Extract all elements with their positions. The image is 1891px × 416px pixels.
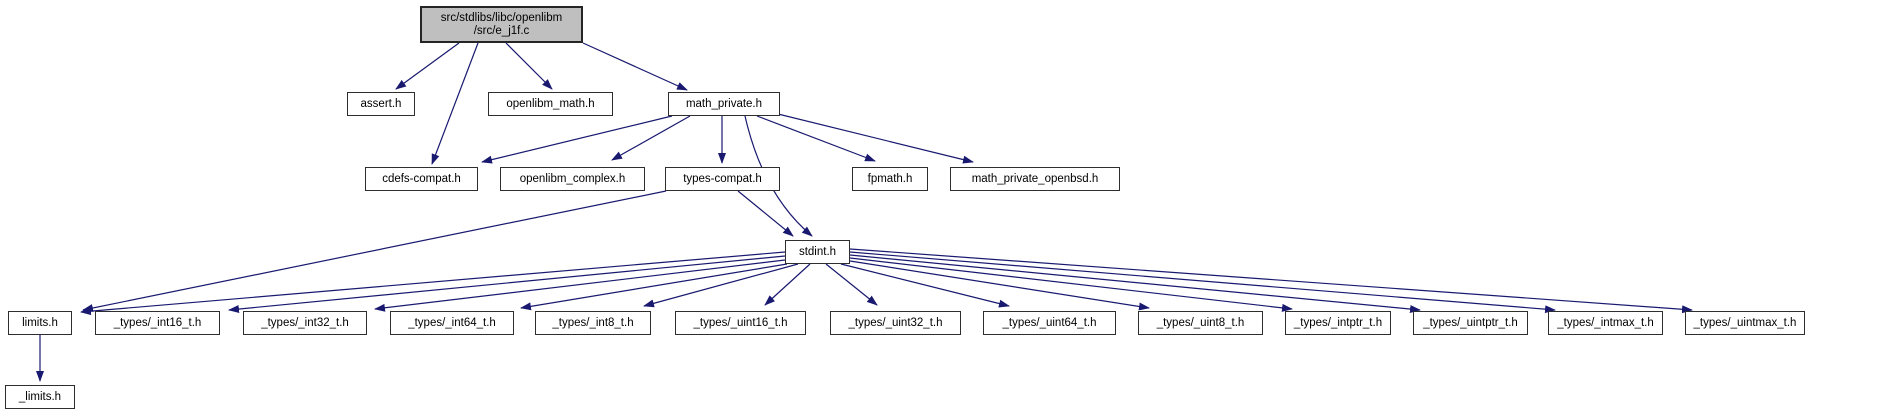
edge-e_j1f_c-math_private_h bbox=[582, 42, 688, 91]
node-math-private-h[interactable]: math_private.h bbox=[668, 92, 780, 116]
node-fpmath-h[interactable]: fpmath.h bbox=[852, 167, 928, 191]
node-types-intmax-t-h[interactable]: _types/_intmax_t.h bbox=[1548, 311, 1663, 335]
node-types-uintptr-t-h[interactable]: _types/_uintptr_t.h bbox=[1413, 311, 1528, 335]
edge-stdint_h-types_uintptr_t_h bbox=[849, 254, 1421, 314]
node-math-private-openbsd-h[interactable]: math_private_openbsd.h bbox=[950, 167, 1120, 191]
edge-types_compat_h-limits_h bbox=[82, 190, 667, 312]
node-e-j1f-c[interactable]: src/stdlibs/libc/openlibm /src/e_j1f.c bbox=[420, 6, 583, 43]
edge-stdint_h-types_uint8_t_h bbox=[849, 260, 1150, 311]
node-types-intptr-t-h[interactable]: _types/_intptr_t.h bbox=[1285, 311, 1391, 335]
node-types-uint64-t-h[interactable]: _types/_uint64_t.h bbox=[983, 311, 1116, 335]
node-types-int64-t-h[interactable]: _types/_int64_t.h bbox=[390, 311, 514, 335]
edge-e_j1f_c-cdefs_compat_h bbox=[431, 42, 479, 165]
edge-stdint_h-types_int64_t_h bbox=[520, 263, 788, 311]
node-types-int32-t-h[interactable]: _types/_int32_t.h bbox=[243, 311, 367, 335]
node-types-uint32-t-h[interactable]: _types/_uint32_t.h bbox=[830, 311, 961, 335]
edge-stdint_h-types_int32_t_h bbox=[374, 259, 786, 312]
node-types-compat-h[interactable]: types-compat.h bbox=[665, 167, 780, 191]
edge-math_private_h-openlibm_complex_h bbox=[611, 115, 691, 161]
node-openlibm-complex-h[interactable]: openlibm_complex.h bbox=[500, 167, 645, 191]
edge-stdint_h-types_int8_t_h bbox=[643, 263, 799, 308]
edge-e_j1f_c-openlibm_math_h bbox=[505, 42, 553, 90]
edge-stdint_h-types_uint64_t_h bbox=[840, 263, 1010, 308]
edge-stdint_h-types_intptr_t_h bbox=[849, 257, 1293, 312]
edge-math_private_h-cdefs_compat_h bbox=[481, 115, 673, 164]
edge-math_private_h-fpmath_h bbox=[756, 115, 876, 162]
edge-stdint_h-types_uintmax_t_h bbox=[849, 248, 1693, 314]
node-types-int16-t-h[interactable]: _types/_int16_t.h bbox=[95, 311, 220, 335]
node-cdefs-compat-h[interactable]: cdefs-compat.h bbox=[365, 167, 478, 191]
edge-stdint_h-types_uint32_t_h bbox=[825, 263, 878, 306]
node-assert-h[interactable]: assert.h bbox=[347, 92, 415, 116]
node-stdint-h[interactable]: stdint.h bbox=[785, 240, 850, 264]
edge-types_compat_h-stdint_h bbox=[737, 190, 794, 237]
edge-stdint_h-types_intmax_t_h bbox=[849, 251, 1556, 314]
node-types-uint16-t-h[interactable]: _types/_uint16_t.h bbox=[675, 311, 806, 335]
node-openlibm-math-h[interactable]: openlibm_math.h bbox=[488, 92, 613, 116]
edge-stdint_h-limits_h bbox=[80, 251, 786, 316]
node-types-uint8-t-h[interactable]: _types/_uint8_t.h bbox=[1138, 311, 1263, 335]
edge-math_private_h-math_private_openbsd_h bbox=[777, 113, 974, 164]
edge-stdint_h-types_int16_t_h bbox=[228, 255, 786, 314]
edge-stdint_h-types_uint16_t_h bbox=[764, 263, 811, 306]
node-types-uintmax-t-h[interactable]: _types/_uintmax_t.h bbox=[1685, 311, 1805, 335]
edge-e_j1f_c-assert_h bbox=[395, 42, 460, 90]
node--limits-h[interactable]: _limits.h bbox=[5, 385, 75, 409]
node-limits-h[interactable]: limits.h bbox=[8, 311, 72, 335]
node-types-int8-t-h[interactable]: _types/_int8_t.h bbox=[535, 311, 651, 335]
